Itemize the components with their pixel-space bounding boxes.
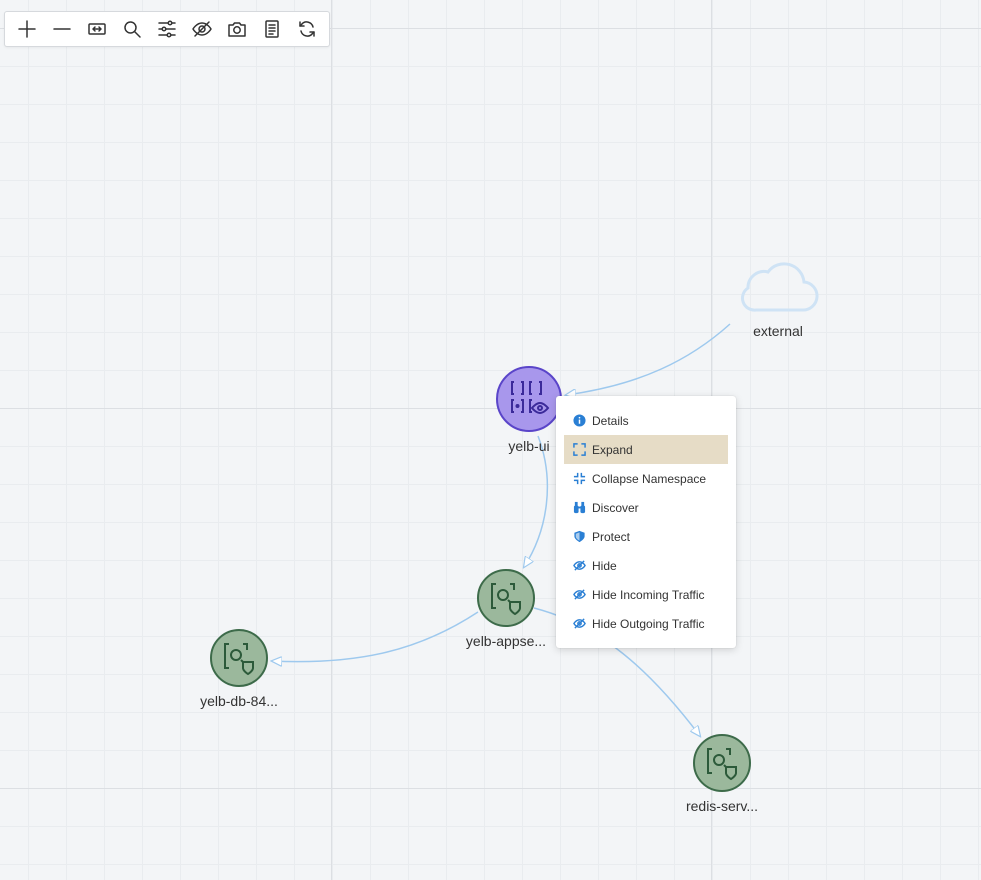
edge-yelb-appserver-to-yelb-db[interactable] (272, 611, 479, 662)
zoom-in-button[interactable] (13, 15, 41, 43)
menu-item-label: Hide (592, 558, 617, 573)
refresh-icon (299, 21, 316, 37)
cloud-icon (741, 262, 819, 312)
menu-item-label: Protect (592, 529, 631, 544)
menu-item-discover[interactable]: Discover (564, 493, 728, 522)
node-label: yelb-db-84... (200, 693, 278, 709)
workload-shield-icon (491, 583, 521, 616)
snapshot-button[interactable] (223, 15, 251, 43)
workload-shield-icon (707, 748, 737, 781)
node-label: yelb-appse... (465, 633, 547, 649)
menu-item-expand[interactable]: Expand (564, 435, 728, 464)
hide-button[interactable] (188, 15, 216, 43)
node-label: yelb-ui (508, 438, 550, 454)
binoculars-icon (572, 501, 586, 515)
node-yelb-ui[interactable]: yelb-ui (496, 366, 562, 454)
menu-item-label: Hide Incoming Traffic (592, 587, 705, 602)
minus-icon (52, 28, 71, 30)
zoom-out-button[interactable] (48, 15, 76, 43)
node-yelb-appserver[interactable]: yelb-appse... (446, 569, 566, 649)
menu-item-protect[interactable]: Protect (564, 522, 728, 551)
node-context-menu: Details Expand Collapse Namespace Discov… (556, 396, 736, 648)
sliders-icon (158, 20, 176, 38)
node-circle[interactable] (496, 366, 562, 432)
menu-item-hide[interactable]: Hide (564, 551, 728, 580)
menu-item-label: Hide Outgoing Traffic (592, 616, 705, 631)
node-external[interactable]: external (728, 252, 828, 339)
menu-item-label: Collapse Namespace (592, 471, 707, 486)
menu-item-label: Details (592, 413, 629, 428)
menu-item-collapse-namespace[interactable]: Collapse Namespace (564, 464, 728, 493)
menu-item-details[interactable]: Details (564, 406, 728, 435)
eye-off-icon (572, 588, 586, 602)
fit-to-screen-button[interactable] (83, 15, 111, 43)
info-icon (572, 414, 586, 428)
expand-icon (572, 443, 586, 457)
document-icon (265, 20, 280, 38)
menu-item-label: Expand (592, 442, 633, 457)
menu-item-hide-outgoing-traffic[interactable]: Hide Outgoing Traffic (564, 609, 728, 638)
node-circle[interactable] (210, 629, 268, 687)
eye-off-icon (572, 617, 586, 631)
shield-icon (572, 530, 586, 544)
workload-shield-icon (224, 643, 254, 676)
node-circle[interactable] (693, 734, 751, 792)
eye-off-icon (572, 559, 586, 573)
eye-off-icon (192, 21, 212, 37)
node-yelb-db[interactable]: yelb-db-84... (180, 629, 298, 709)
refresh-button[interactable] (293, 15, 321, 43)
search-button[interactable] (118, 15, 146, 43)
node-label: redis-serv... (685, 798, 759, 814)
search-icon (124, 21, 141, 38)
menu-item-label: Discover (592, 500, 639, 515)
edge-yelb-ui-to-yelb-appserver[interactable] (524, 435, 549, 567)
graph-toolbar (4, 11, 330, 47)
node-label: external (753, 323, 803, 339)
node-redis-server[interactable]: redis-serv... (662, 734, 782, 814)
plus-icon (17, 20, 36, 38)
menu-item-hide-incoming-traffic[interactable]: Hide Incoming Traffic (564, 580, 728, 609)
collapse-icon (572, 472, 586, 486)
namespace-icon (511, 381, 550, 415)
edge-external-to-yelb-ui[interactable] (566, 323, 731, 395)
fit-to-screen-icon (88, 23, 106, 35)
camera-icon (228, 22, 246, 37)
filter-button[interactable] (153, 15, 181, 43)
node-circle[interactable] (477, 569, 535, 627)
report-button[interactable] (258, 15, 286, 43)
